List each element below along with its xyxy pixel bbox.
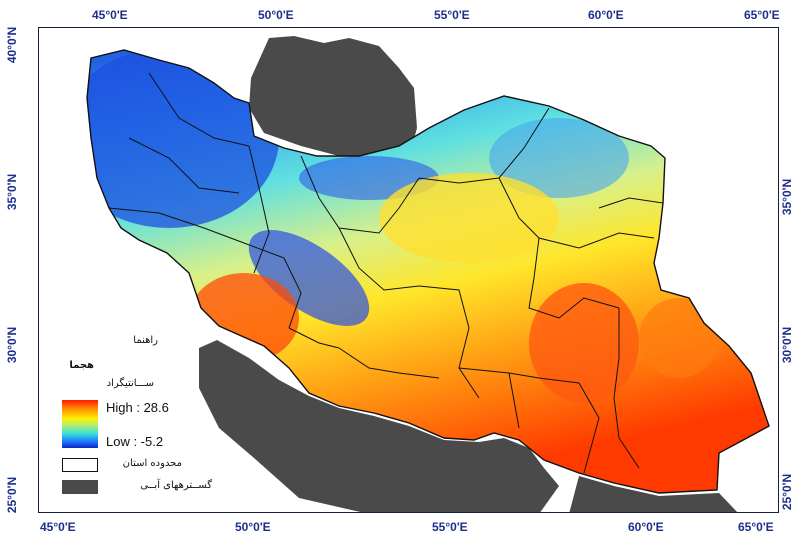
bottom-tick-55: 55°0'E — [432, 520, 468, 534]
legend-subtitle: هجما — [69, 360, 94, 371]
right-tick-35: 35°0'N — [780, 178, 795, 216]
left-tick-30: 30°0'N — [5, 326, 20, 364]
top-tick-65: 65°0'E — [744, 8, 780, 22]
legend-water-label: گســترههای آبــی — [140, 480, 212, 491]
bottom-tick-45: 45°0'E — [40, 520, 76, 534]
water-body-swatch — [62, 480, 98, 494]
cold-zagros — [248, 230, 370, 326]
hot-east — [639, 298, 719, 378]
caspian-sea — [249, 36, 417, 156]
hot-lut — [529, 283, 639, 403]
right-tick-25: 25°0'N — [780, 473, 795, 511]
left-tick-40: 40°0'N — [5, 26, 20, 64]
left-tick-25: 25°0'N — [5, 476, 20, 514]
map-frame — [38, 27, 779, 513]
top-tick-60: 60°0'E — [588, 8, 624, 22]
bottom-tick-50: 50°0'E — [235, 520, 271, 534]
province-boundary-swatch — [62, 458, 98, 472]
legend-title: راهنما — [133, 335, 158, 346]
legend-boundary-label: محدوده استان — [122, 458, 182, 469]
legend-low-label: Low : -5.2 — [106, 434, 164, 449]
legend-high-label: High : 28.6 — [106, 400, 169, 415]
right-tick-30: 30°0'N — [780, 326, 795, 364]
temperature-gradient-swatch — [62, 400, 98, 448]
legend: راهنما هجما ســـانتیگراد High : 28.6 Low… — [60, 330, 240, 500]
left-tick-35: 35°0'N — [5, 173, 20, 211]
persian-gulf — [199, 340, 559, 512]
top-tick-50: 50°0'E — [258, 8, 294, 22]
cool-northeast — [489, 118, 629, 198]
legend-variable: ســـانتیگراد — [106, 378, 154, 389]
top-tick-55: 55°0'E — [434, 8, 470, 22]
cold-northwest — [87, 50, 279, 228]
desert-center — [379, 173, 559, 263]
iran-temperature-map — [86, 36, 770, 512]
bottom-tick-65: 65°0'E — [738, 520, 774, 534]
province-boundaries — [108, 72, 664, 474]
gulf-of-oman — [569, 476, 738, 512]
top-tick-45: 45°0'E — [92, 8, 128, 22]
bottom-tick-60: 60°0'E — [628, 520, 664, 534]
